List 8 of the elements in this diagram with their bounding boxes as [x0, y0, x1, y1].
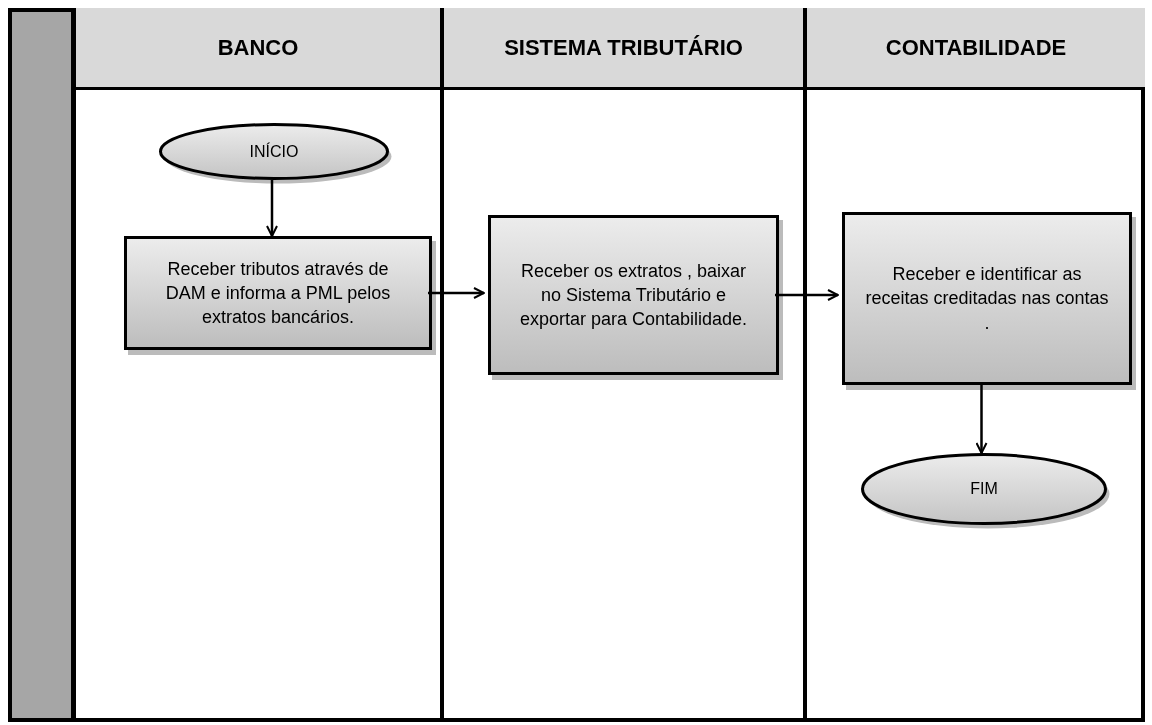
node-text: Receber e identificar as receitas creditadas nas contas .	[864, 263, 1110, 335]
node-text: Receber os extratos , baixar no Sistema Tributário e exportar para Contabilidade.	[518, 259, 749, 332]
lane-heading: BANCO	[217, 34, 299, 61]
lane-heading: SISTEMA TRIBUTÁRIO	[504, 34, 743, 61]
lane-heading: CONTABILIDADE	[885, 34, 1067, 61]
node-text: Receber tributos através de DAM e informa a PML pelos extratos bancários.	[164, 257, 392, 330]
node-text: INÍCIO	[249, 142, 299, 161]
node-text: FIM	[970, 480, 998, 498]
